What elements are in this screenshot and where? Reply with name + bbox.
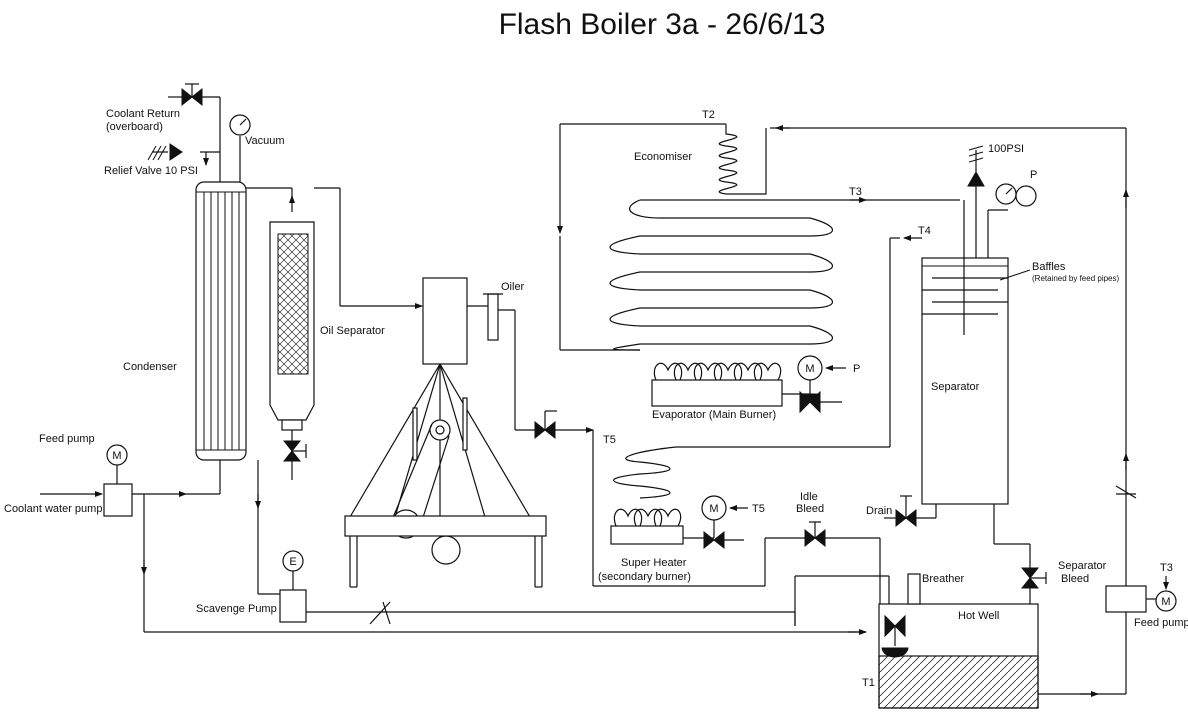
separator-top-piping	[963, 185, 1008, 258]
idle-bleed-valve[interactable]	[804, 521, 826, 548]
svg-text:M: M	[805, 363, 814, 375]
separator-bleed-pipe	[993, 504, 1031, 604]
feed-pump-right-motor[interactable]: M	[1146, 576, 1177, 612]
feed-pump-left-label: Feed pump	[39, 433, 95, 445]
superheater-exhaust-line	[794, 575, 890, 626]
coolant-pump-motor[interactable]: M	[106, 444, 128, 484]
secondary-burner-valve[interactable]	[703, 530, 744, 550]
diagram-title: Flash Boiler 3a - 26/6/13	[499, 8, 826, 41]
bleed-label: Bleed	[796, 503, 824, 515]
psi-100-label: 100PSI	[988, 143, 1024, 155]
oiler-label: Oiler	[501, 281, 525, 293]
main-burner	[651, 362, 810, 407]
overboard-label: (overboard)	[106, 121, 163, 133]
economiser-label: Economiser	[634, 151, 692, 163]
vacuum-gauge-icon	[229, 114, 251, 136]
baffles-leader	[999, 269, 1031, 281]
coolant-pump-piping	[40, 460, 867, 635]
t3-label: T3	[849, 186, 862, 198]
scavenge-pump	[279, 589, 307, 623]
coolant-return-label: Coolant Return	[106, 108, 180, 120]
separator-bleed-valve[interactable]	[1020, 567, 1047, 589]
hot-well-label: Hot Well	[958, 610, 999, 622]
condenser-to-oil-separator-pipe	[246, 187, 295, 212]
throttle-valve[interactable]	[534, 410, 557, 440]
svg-text:M: M	[112, 450, 121, 462]
scavenge-pump-label: Scavenge Pump	[196, 603, 277, 615]
separator-pressure-gauge-icon	[995, 183, 1037, 207]
oil-separator	[269, 221, 315, 480]
p-gauge-label: P	[1030, 169, 1037, 181]
evaporator-coil	[609, 197, 960, 351]
condenser-top-piping	[200, 96, 241, 182]
t5-burner-label: T5	[752, 503, 765, 515]
breather-label: Breather	[922, 573, 965, 585]
separator-bleed-label-1: Separator	[1058, 560, 1107, 572]
superheater-pipe	[592, 235, 922, 587]
main-burner-valve[interactable]	[799, 390, 842, 414]
super-heater-label: Super Heater	[621, 557, 687, 569]
feed-check-valve	[1115, 485, 1137, 499]
separator-bleed-label-2: Bleed	[1061, 573, 1089, 585]
t5-label: T5	[603, 434, 616, 446]
secondary-burner-label: (secondary burner)	[598, 571, 691, 583]
t2-label: T2	[702, 109, 715, 121]
scavenge-pump-motor[interactable]: E	[282, 550, 304, 590]
svg-text:M: M	[709, 503, 718, 515]
svg-text:E: E	[289, 556, 296, 568]
t3-pump-label: T3	[1160, 562, 1173, 574]
vacuum-label: Vacuum	[245, 135, 285, 147]
feed-return-pipe	[770, 125, 1129, 586]
baffles-note: (Retained by feed pipes)	[1032, 274, 1120, 283]
secondary-burner	[610, 508, 714, 545]
evaporator-label: Evaporator (Main Burner)	[652, 409, 776, 421]
coolant-water-pump-label: Coolant water pump	[4, 503, 102, 515]
svg-text:M: M	[1161, 596, 1170, 608]
drain-valve[interactable]	[895, 495, 917, 528]
separator-vessel	[921, 257, 1009, 505]
t1-label: T1	[862, 677, 875, 689]
idle-bleed-pipe	[764, 537, 881, 604]
engine-steam-inlet-pipe	[498, 309, 594, 433]
relief-valve[interactable]	[147, 143, 183, 161]
baffles-label: Baffles	[1032, 261, 1066, 273]
p-burner-label: P	[853, 363, 860, 375]
coolant-return-valve[interactable]	[168, 83, 203, 107]
superheater-coil	[613, 446, 677, 499]
oil-separator-to-engine-pipe	[314, 187, 423, 309]
secondary-burner-motor[interactable]: M	[701, 495, 748, 538]
economiser-coil	[718, 124, 767, 195]
oil-separator-drain-valve[interactable]	[282, 440, 307, 462]
t4-label: T4	[918, 225, 931, 237]
condenser-label: Condenser	[123, 361, 177, 373]
main-burner-motor[interactable]: M	[797, 355, 846, 394]
oil-separator-label: Oil Separator	[320, 325, 385, 337]
oiler	[483, 293, 503, 341]
condenser	[195, 181, 247, 461]
hot-well-float-valve[interactable]	[881, 614, 909, 658]
coolant-water-pump	[103, 483, 133, 517]
feed-pump-right-label: Feed pump	[1134, 617, 1188, 629]
feed-pump-right	[1105, 585, 1147, 613]
hot-well-to-feed-pump-pipe	[1038, 612, 1127, 697]
drain-label: Drain	[866, 505, 892, 517]
relief-valve-label: Relief Valve 10 PSI	[104, 165, 198, 177]
breather	[907, 573, 921, 605]
idle-label: Idle	[800, 491, 818, 503]
separator-relief-valve[interactable]	[967, 145, 985, 187]
scavenge-piping	[255, 460, 796, 626]
separator-label: Separator	[931, 381, 980, 393]
steam-engine	[344, 277, 547, 588]
drain-pipe	[884, 504, 937, 519]
